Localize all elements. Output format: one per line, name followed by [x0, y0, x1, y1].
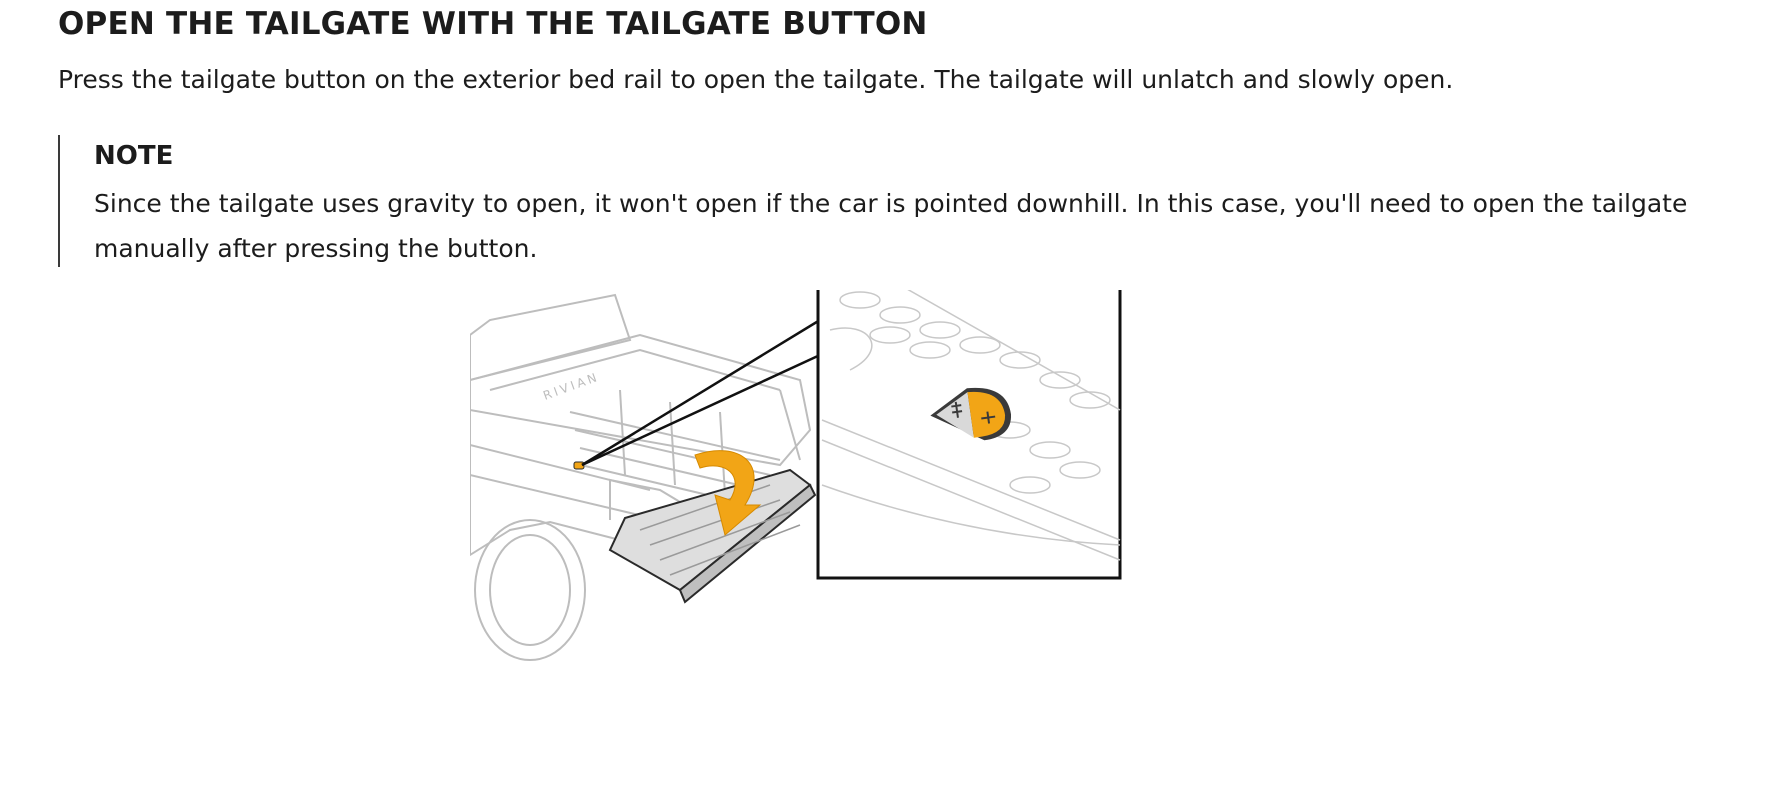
tailgate-panel — [608, 468, 817, 604]
note-label: NOTE — [94, 141, 174, 171]
tailgate-button-icon — [930, 387, 1012, 441]
open-arrow-icon — [694, 450, 762, 536]
note-body: Since the tailgate uses gravity to open,… — [94, 189, 1688, 263]
tailgate-illustration: RIVIAN — [470, 290, 1290, 680]
intro-paragraph: Press the tailgate button on the exterio… — [58, 65, 1454, 94]
note-callout: NOTE Since the tailgate uses gravity to … — [58, 135, 1700, 267]
callout-leader — [581, 318, 821, 467]
truck-body-outline — [470, 293, 812, 661]
button-detail-inset — [816, 290, 1122, 580]
tailgate-button-marker — [573, 461, 585, 470]
truck-bed-illustration: RIVIAN — [470, 290, 1122, 661]
page-title: OPEN THE TAILGATE WITH THE TAILGATE BUTT… — [58, 6, 928, 42]
